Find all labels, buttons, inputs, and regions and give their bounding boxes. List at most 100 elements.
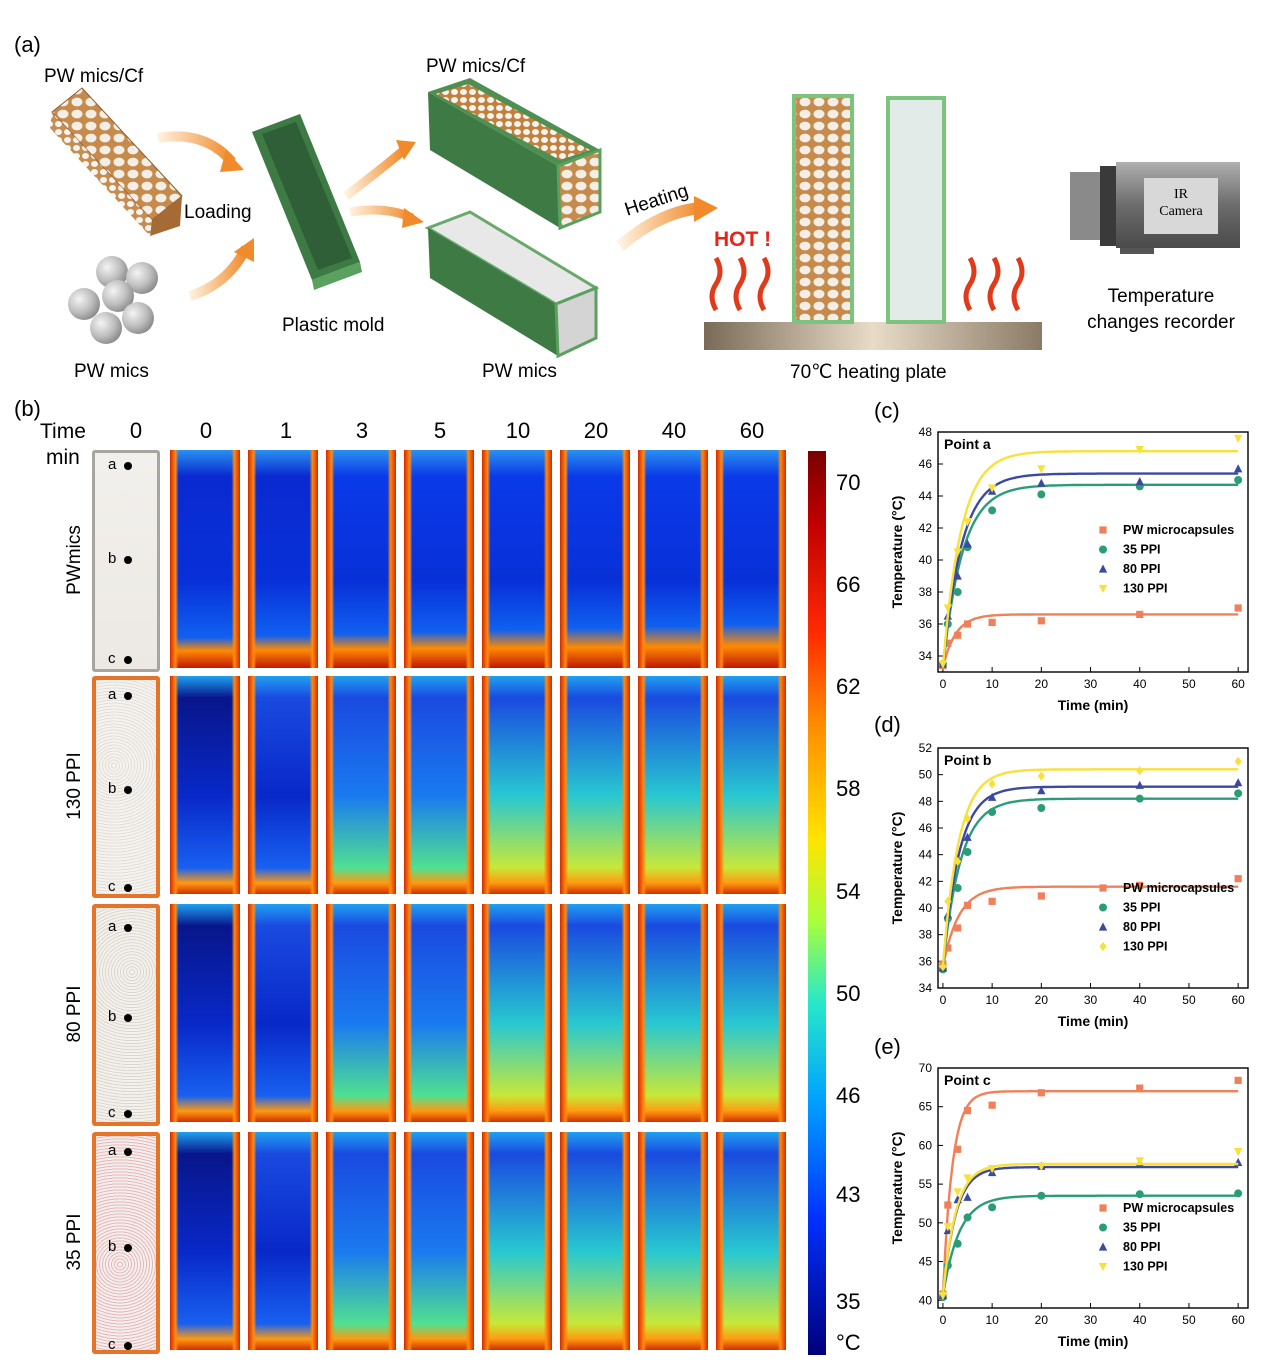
data-point-0: [1037, 1089, 1045, 1097]
point-marker-c: [124, 884, 132, 892]
x-axis-label: Time (min): [1058, 697, 1129, 713]
y-tick-label: 36: [919, 954, 933, 968]
y-tick-label: 44: [919, 848, 933, 862]
y-tick-label: 42: [919, 874, 933, 888]
plot-frame: [937, 747, 1249, 989]
data-point-1: [1037, 804, 1046, 812]
x-tick-label: 20: [1035, 993, 1049, 1007]
thermal-image-r0-c2: [326, 450, 396, 668]
colorbar-tick-4: 54: [836, 878, 861, 904]
thermal-image-r1-c1: [248, 676, 318, 894]
data-point-0: [1234, 604, 1242, 612]
x-tick-label: 40: [1133, 993, 1147, 1007]
legend-label-2: 80 PPI: [1123, 562, 1161, 576]
data-point-0: [944, 1201, 952, 1209]
sample-photo-3: [92, 1132, 160, 1354]
data-point-1: [1234, 1189, 1243, 1198]
x-tick-label: 60: [1231, 677, 1245, 691]
legend-marker-2: [1098, 922, 1108, 931]
row-label-1: 130 PPI: [64, 752, 85, 820]
x-tick-label: 20: [1035, 677, 1049, 691]
thermal-image-r3-c5: [560, 1132, 630, 1350]
legend-label-1: 35 PPI: [1123, 901, 1161, 915]
point-label-a: a: [108, 918, 117, 935]
row-label-2: 80 PPI: [64, 985, 85, 1043]
legend-marker-0: [1099, 526, 1107, 534]
legend-label-2: 80 PPI: [1123, 1240, 1161, 1254]
time-header-4: 5: [433, 418, 447, 443]
time-header-5: 10: [505, 418, 531, 443]
data-point-0: [988, 897, 996, 905]
fit-curve-0: [941, 1090, 1239, 1296]
legend-label-3: 130 PPI: [1123, 1260, 1167, 1274]
thermal-image-r2-c6: [638, 904, 708, 1122]
heat-waves-left-icon: [709, 256, 771, 312]
label-pw-mics-cf-2: PW mics/Cf: [426, 56, 526, 77]
panel-c-letter: (c): [874, 398, 900, 423]
colorbar-tick-5: 50: [836, 980, 861, 1006]
point-marker-b: [124, 786, 132, 794]
fit-curve-3: [941, 450, 1239, 668]
y-tick-label: 42: [919, 521, 933, 535]
point-label-c: c: [108, 878, 116, 895]
data-point-3: [938, 660, 948, 669]
data-point-0: [944, 639, 952, 647]
point-marker-c: [124, 1342, 132, 1350]
min-label: min: [46, 446, 80, 469]
x-tick-label: 40: [1133, 677, 1147, 691]
data-point-0: [1037, 617, 1045, 625]
label-heating-plate: 70℃ heating plate: [790, 362, 947, 383]
data-point-0: [954, 1145, 962, 1153]
x-tick-label: 60: [1231, 1313, 1245, 1327]
x-tick-label: 20: [1035, 1313, 1049, 1327]
x-tick-label: 50: [1182, 677, 1196, 691]
point-label-b: b: [108, 550, 117, 567]
pw-mics-spheres: [68, 256, 158, 344]
point-marker-b: [124, 556, 132, 564]
fit-curve-3: [941, 1162, 1239, 1296]
panel-d-letter: (d): [874, 712, 901, 737]
point-label-b: b: [108, 780, 117, 797]
data-point-3: [963, 1174, 972, 1183]
data-point-0: [963, 620, 972, 628]
x-tick-label: 50: [1182, 1313, 1196, 1327]
point-label-b: b: [108, 1008, 117, 1025]
data-point-1: [1135, 794, 1144, 803]
data-point-3: [953, 1188, 962, 1197]
data-point-1: [1037, 1191, 1046, 1200]
time-header-3: 3: [355, 418, 369, 443]
thermal-image-r2-c1: [248, 904, 318, 1122]
point-marker-b: [124, 1014, 132, 1022]
label-hot: HOT !: [714, 228, 772, 251]
label-pw-mics: PW mics: [74, 361, 149, 382]
y-tick-label: 48: [919, 425, 933, 439]
thermal-image-r3-c6: [638, 1132, 708, 1350]
x-tick-label: 30: [1084, 993, 1098, 1007]
colorbar-tick-3: 58: [836, 776, 861, 802]
point-label-c: c: [108, 650, 116, 667]
thermal-image-r1-c4: [482, 676, 552, 894]
chart-title: Point c: [944, 1072, 991, 1088]
label-recorder: Temperature changes recorder: [1087, 286, 1235, 333]
colorbar-tick-0: 70: [836, 469, 861, 495]
legend-label-0: PW microcapsules: [1123, 1201, 1234, 1215]
point-marker-c: [124, 1110, 132, 1118]
pw-mics-cf-block: [50, 87, 183, 236]
x-axis-label: Time (min): [1058, 1013, 1129, 1029]
data-point-3: [943, 604, 953, 613]
data-point-0: [1136, 1084, 1144, 1092]
thermal-image-r3-c2: [326, 1132, 396, 1350]
data-point-2: [953, 571, 962, 580]
thermal-image-r0-c0: [170, 450, 240, 668]
row-label-0: PWmics: [64, 525, 85, 595]
thermal-image-r0-c1: [248, 450, 318, 668]
thermal-image-r0-c5: [560, 450, 630, 668]
panel-a-letter: (a): [14, 32, 41, 57]
legend-marker-1: [1099, 1223, 1107, 1232]
colorbar-tick-7: 43: [836, 1182, 861, 1208]
sample-photo-2: [92, 904, 160, 1126]
x-tick-label: 10: [985, 677, 999, 691]
thermal-image-r3-c0: [170, 1132, 240, 1350]
legend-label-3: 130 PPI: [1123, 940, 1167, 954]
